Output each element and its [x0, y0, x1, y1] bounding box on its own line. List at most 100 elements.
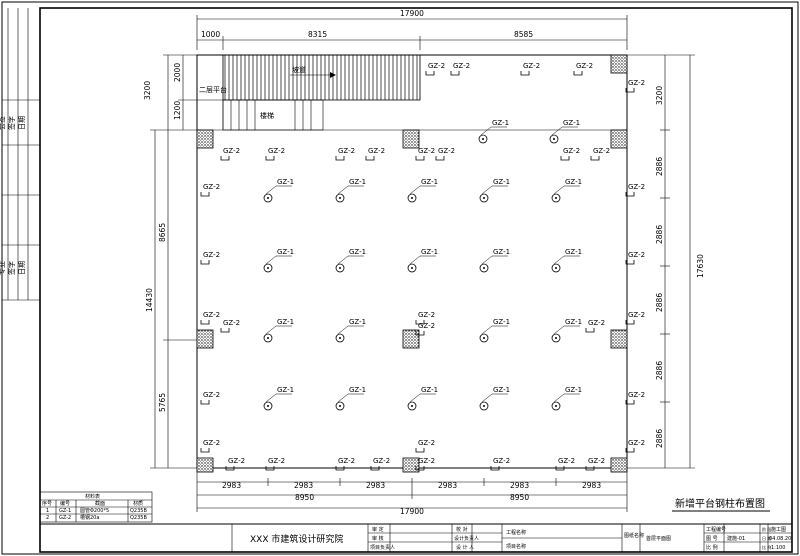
- gz2-31-label: GZ-2: [373, 457, 390, 465]
- material-table: [39, 491, 153, 523]
- gz1-1-leader: [551, 126, 563, 136]
- mt-r1-c1: 1: [46, 508, 49, 514]
- tb-left-3: 项目负责人: [370, 544, 395, 551]
- bottom-dim-5: 2983: [510, 481, 529, 490]
- gz2-column-8: [365, 156, 375, 161]
- gz1-column-center-17: [339, 405, 341, 407]
- mt-r1-c2: GZ-1: [59, 508, 71, 514]
- gz1-2-leader: [265, 185, 277, 195]
- gz1-column-center-18: [411, 405, 413, 407]
- gz2-column-3: [573, 71, 583, 76]
- gz1-16-label: GZ-1: [277, 386, 294, 394]
- gz1-column-center-5: [483, 197, 485, 199]
- gz2-13-label: GZ-2: [203, 183, 220, 191]
- gz2-7-label: GZ-2: [338, 147, 355, 155]
- stair-label: 楼梯: [260, 111, 274, 120]
- mt-r2-c1: 2: [46, 515, 49, 521]
- gz2-column-30: [335, 466, 345, 471]
- gz1-13-leader: [337, 325, 349, 335]
- bottom-half-2: 8950: [510, 493, 529, 502]
- strip-label-3: 日期: [18, 116, 26, 130]
- left-dim-1200: 1200: [173, 101, 182, 120]
- gz2-26-label: GZ-2: [418, 439, 435, 447]
- gz2-20-label: GZ-2: [418, 322, 435, 330]
- gz1-12-label: GZ-1: [277, 318, 294, 326]
- tb-meta-3: 比 例: [706, 544, 718, 551]
- gz1-11-label: GZ-1: [565, 248, 582, 256]
- gz1-column-center-10: [483, 267, 485, 269]
- gz2-28-label: GZ-2: [228, 457, 245, 465]
- gz2-column-14: [625, 192, 635, 197]
- tb-stage: 施工图: [771, 526, 786, 533]
- gz1-13-label: GZ-1: [349, 318, 366, 326]
- left-dim-8665: 8665: [158, 223, 167, 242]
- tb-meta-1: 工程编号: [706, 526, 726, 533]
- material-table-title: 材料表: [85, 493, 100, 500]
- bottom-dim-6: 2983: [582, 481, 601, 490]
- gz1-column-center-16: [267, 405, 269, 407]
- tb-mid-1: 校 对: [456, 526, 468, 533]
- gz2-column-32: [415, 466, 425, 471]
- gz1-6-leader: [553, 185, 565, 195]
- right-dim-5: 2886: [655, 361, 664, 380]
- gz2-8-label: GZ-2: [368, 147, 385, 155]
- gz1-column-center-2: [267, 197, 269, 199]
- bottom-dim-3: 2983: [366, 481, 385, 490]
- gz2-column-21: [585, 328, 595, 333]
- left-total-dim: 14430: [145, 288, 154, 312]
- strip-label-1: 会签: [0, 116, 6, 130]
- gz1-12-leader: [265, 325, 277, 335]
- tb-meta-right-3: 比 例: [762, 544, 771, 550]
- tb-meta-2: 图 号: [706, 536, 718, 542]
- strip-label-4: 专业: [0, 261, 6, 275]
- gz1-19-leader: [481, 393, 493, 403]
- gz2-3-label: GZ-2: [576, 62, 593, 70]
- gz1-column-center-20: [555, 405, 557, 407]
- right-dim-1: 3200: [655, 86, 664, 105]
- gz1-15-leader: [553, 325, 565, 335]
- tb-project-2: 项目名称: [506, 543, 526, 550]
- gz2-column-15: [200, 260, 210, 265]
- gz2-23-label: GZ-2: [203, 391, 220, 399]
- tb-left-1: 审 定: [372, 526, 384, 533]
- bottom-dimensions: [196, 468, 628, 512]
- gz1-column-center-11: [555, 267, 557, 269]
- institute-name: XXX 市建筑设计研究院: [250, 533, 343, 545]
- tb-scale: 1:100: [771, 545, 785, 551]
- gz1-column-center-8: [339, 267, 341, 269]
- strip-label-5: 签字: [7, 261, 16, 275]
- gz1-20-leader: [553, 393, 565, 403]
- gz2-33-label: GZ-2: [493, 457, 510, 465]
- gz1-column-center-19: [483, 405, 485, 407]
- stair: [222, 99, 324, 131]
- gz1-18-label: GZ-1: [421, 386, 438, 394]
- tb-meta-right-2: 日 期: [762, 535, 771, 541]
- gz2-12-label: GZ-2: [593, 147, 610, 155]
- gz2-column-18: [220, 328, 230, 333]
- gz2-24-label: GZ-2: [628, 391, 645, 399]
- gz1-column-center-12: [267, 337, 269, 339]
- bottom-total-dim: 17900: [400, 507, 424, 516]
- gz2-column-33: [490, 466, 500, 471]
- right-dimensions: [627, 54, 695, 469]
- top-dim-1: 1000: [201, 30, 220, 39]
- tb-mid-2: 设计负责人: [454, 535, 479, 542]
- gz2-14-label: GZ-2: [628, 183, 645, 191]
- gz2-column-11: [560, 156, 570, 161]
- bottom-dim-1: 2983: [222, 481, 241, 490]
- mt-r1-c4: Q235B: [130, 508, 147, 514]
- gz1-column-center-15: [555, 337, 557, 339]
- gz1-7-label: GZ-1: [277, 248, 294, 256]
- gz2-column-25: [200, 448, 210, 453]
- left-dimensions: [150, 54, 197, 469]
- gz1-9-label: GZ-1: [421, 248, 438, 256]
- tb-left-2: 审 核: [372, 535, 384, 542]
- gz2-9-label: GZ-2: [418, 147, 435, 155]
- gz1-8-leader: [337, 255, 349, 265]
- gz2-column-27: [625, 448, 635, 453]
- gz1-column-center-13: [339, 337, 341, 339]
- right-dim-4: 2886: [655, 293, 664, 312]
- gz2-column-22: [625, 320, 635, 325]
